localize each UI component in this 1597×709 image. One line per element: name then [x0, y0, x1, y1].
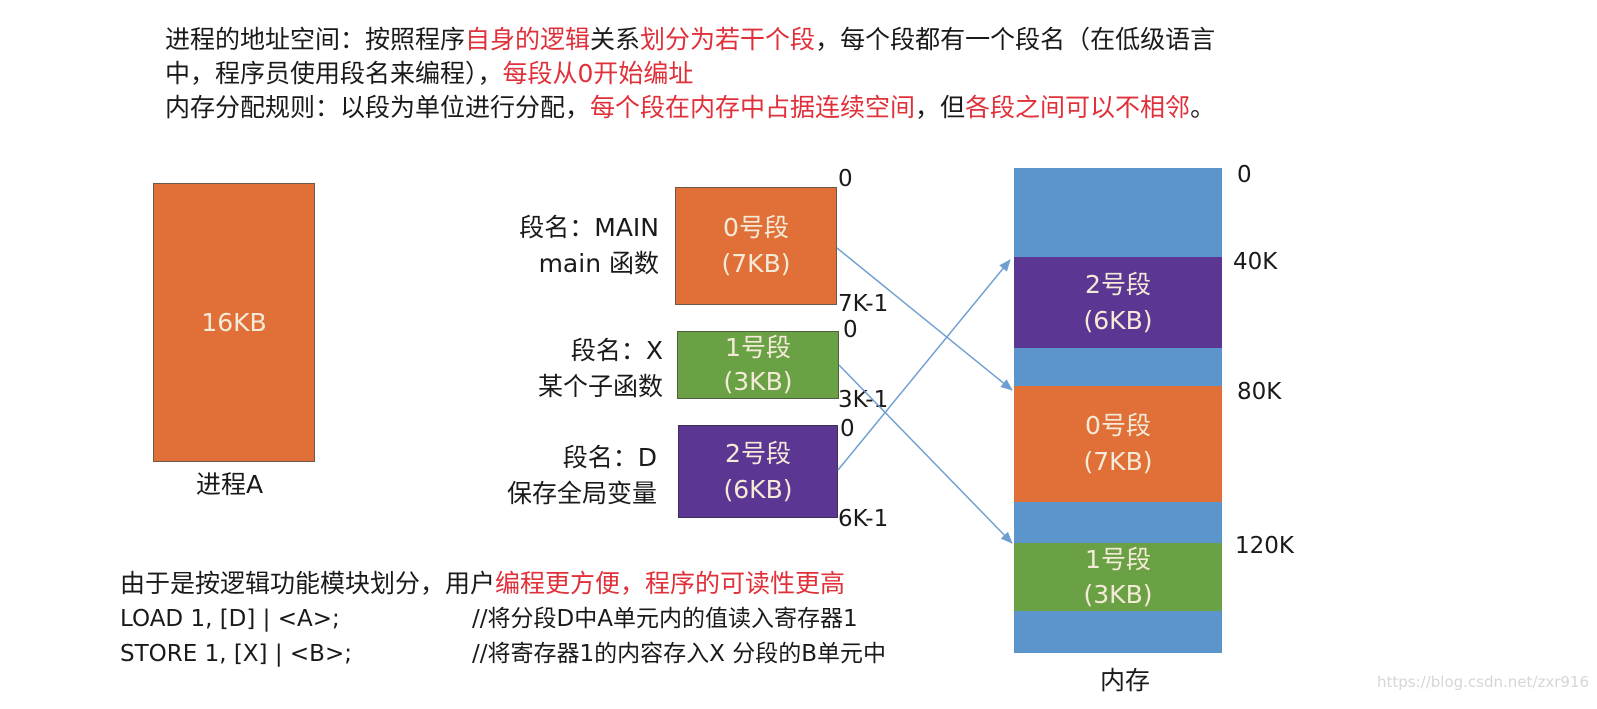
intro-line-3: 内存分配规则：以段为单位进行分配，每个段在内存中占据连续空间，但各段之间可以不相…: [165, 93, 1216, 122]
segment-1-block: 1号段 (3KB): [677, 331, 839, 399]
memory-segment-0: 0号段 (7KB): [1014, 386, 1222, 502]
arrow-segment-0-to-memory: [836, 247, 1013, 391]
memory-address-0: 0: [1237, 162, 1252, 188]
segment-0-start: 0: [838, 166, 853, 192]
code-line-1: LOAD 1, [D] | <A>;: [120, 606, 340, 632]
memory-address-80k: 80K: [1237, 379, 1282, 405]
intro-line-2: 中，程序员使用段名来编程），每段从0开始编址: [165, 59, 694, 88]
bottom-summary: 由于是按逻辑功能模块划分，用户编程更方便，程序的可读性更高: [120, 569, 846, 598]
arrow-segment-1-to-memory: [838, 364, 1013, 544]
code-line-2: STORE 1, [X] | <B>;: [120, 641, 352, 667]
memory-segment-2: 2号段 (6KB): [1014, 257, 1222, 348]
segment-1-end: 3K-1: [838, 387, 889, 413]
memory-address-40k: 40K: [1233, 249, 1278, 275]
segment-1-start: 0: [843, 317, 858, 343]
intro-line-1: 进程的地址空间：按照程序自身的逻辑关系划分为若干个段，每个段都有一个段名（在低级…: [165, 25, 1216, 54]
process-block: 16KB: [153, 183, 315, 462]
segment-0-block: 0号段 (7KB): [675, 187, 837, 305]
segment-0-end: 7K-1: [838, 291, 889, 317]
memory-segment-1: 1号段 (3KB): [1014, 543, 1222, 611]
segment-2-block: 2号段 (6KB): [678, 425, 838, 518]
code-comment-1: //将分段D中A单元内的值读入寄存器1: [472, 606, 858, 632]
watermark: https://blog.csdn.net/zxr916: [1377, 673, 1589, 691]
segment-2-label: 段名：D 保存全局变量: [506, 443, 657, 508]
code-comment-2: //将寄存器1的内容存入X 分段的B单元中: [472, 641, 886, 667]
memory-label: 内存: [1100, 666, 1151, 695]
segment-2-start: 0: [840, 416, 855, 442]
process-label: 进程A: [196, 470, 264, 499]
memory-address-120k: 120K: [1235, 533, 1294, 559]
segment-0-label: 段名：MAIN main 函数: [519, 213, 659, 278]
segment-2-end: 6K-1: [838, 506, 889, 532]
segment-1-label: 段名：X 某个子函数: [537, 336, 663, 401]
arrow-segment-2-to-memory: [837, 259, 1011, 471]
